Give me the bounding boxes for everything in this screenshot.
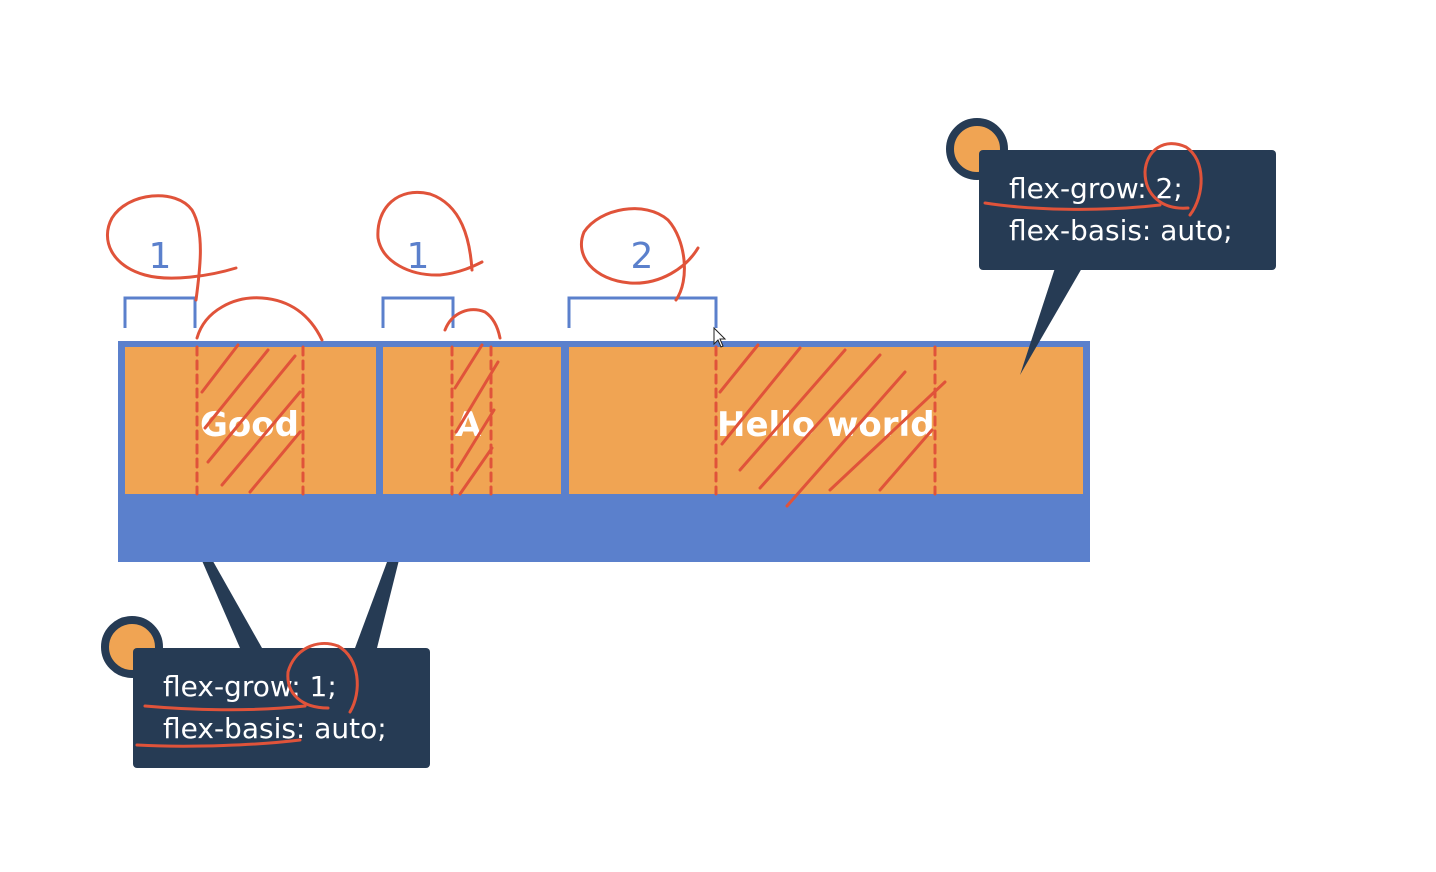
- circle-grow-value-left: [286, 642, 359, 714]
- bracket-hello: [567, 296, 718, 328]
- annotation-arc-a: [443, 308, 502, 340]
- mouse-cursor-icon: [713, 326, 727, 348]
- share-number-hello: 2: [630, 236, 654, 277]
- share-number-a: 1: [406, 236, 430, 277]
- callout-items-line-2: flex-basis: auto;: [163, 712, 387, 745]
- callout-hello-line-1: flex-grow: 2;: [1009, 172, 1183, 205]
- annotation-circle-2: [376, 190, 484, 277]
- annotation-arc-good: [195, 296, 324, 342]
- flex-item-a: A: [383, 347, 561, 494]
- flex-container: Good A Hello world: [118, 341, 1090, 562]
- underline-flex-basis-left: [135, 738, 302, 748]
- callout-marker-dot-hello: [946, 118, 1008, 180]
- annotation-circle-3: [579, 207, 700, 302]
- bracket-good: [123, 296, 197, 328]
- share-number-good: 1: [148, 236, 172, 277]
- annotation-circle-1: [106, 194, 238, 302]
- hatch-good: [200, 343, 302, 494]
- underline-flex-grow-right: [983, 201, 1162, 211]
- callout-hello-world-properties: flex-grow: 2; flex-basis: auto;: [979, 150, 1276, 270]
- callout-tail-right: [1020, 268, 1082, 375]
- circle-grow-value-right: [1143, 142, 1203, 217]
- callout-items-line-1: flex-grow: 1;: [163, 670, 337, 703]
- callout-hello-line-2: flex-basis: auto;: [1009, 214, 1233, 247]
- hatch-a: [453, 343, 500, 496]
- bracket-a: [381, 296, 455, 328]
- hatch-hello: [718, 343, 947, 508]
- underline-flex-grow-left: [143, 704, 307, 712]
